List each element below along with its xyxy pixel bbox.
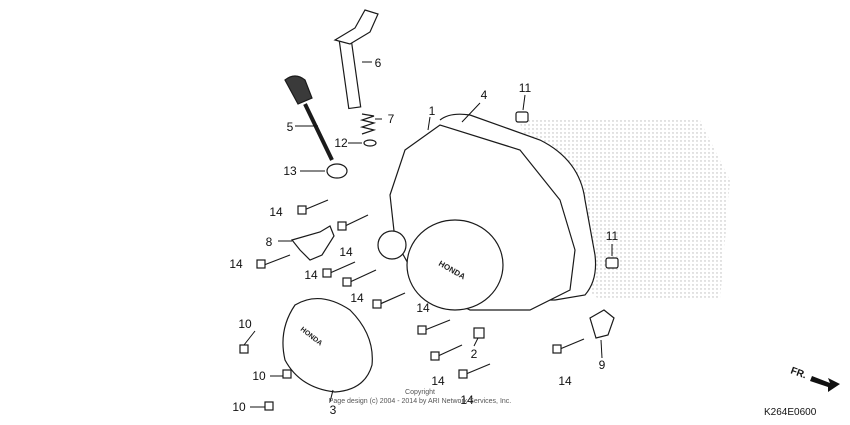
callout-10-bottom: 10 [232, 400, 246, 414]
clutch-cover [282, 298, 373, 393]
bracket [290, 225, 335, 261]
cover-bolt-boss [377, 230, 407, 260]
callout-6: 6 [375, 56, 382, 70]
callout-13: 13 [283, 164, 297, 178]
callout-5: 5 [287, 120, 294, 134]
callout-12: 12 [334, 136, 348, 150]
callout-11-lower: 11 [606, 229, 619, 243]
callout-14-c: 14 [229, 257, 243, 271]
sensor [589, 309, 615, 339]
leader-lines [243, 61, 613, 408]
shift-shaft-arm [333, 9, 379, 45]
arrow-icon [810, 376, 840, 392]
callout-1: 1 [429, 104, 436, 118]
callout-9: 9 [599, 358, 606, 372]
dipstick-rod [303, 103, 334, 161]
copyright-line-1: Copyright [405, 389, 435, 396]
dowel-pin-lower [605, 257, 619, 269]
clutch-cover-dome [406, 219, 504, 311]
callout-4: 4 [481, 88, 488, 102]
callout-3: 3 [330, 403, 337, 417]
callout-14-h: 14 [460, 393, 474, 407]
callout-14-f: 14 [416, 301, 430, 315]
callout-14-e: 14 [350, 291, 364, 305]
o-ring [326, 163, 348, 179]
callout-7: 7 [388, 112, 395, 126]
callout-14-a: 14 [269, 205, 283, 219]
front-direction-arrow: FR. [789, 365, 840, 392]
callout-2: 2 [471, 347, 478, 361]
figure-code: K264E0600 [764, 407, 817, 418]
dowel-pin-upper [515, 111, 529, 123]
spring [359, 113, 377, 135]
callout-14-i: 14 [558, 374, 572, 388]
callout-10-middle: 10 [252, 369, 266, 383]
bolt-group [239, 199, 585, 411]
callout-14-d: 14 [304, 268, 318, 282]
copyright-line-2: Page design (c) 2004 - 2014 by ARI Netwo… [329, 398, 512, 405]
shift-shaft [338, 38, 362, 110]
callout-8: 8 [266, 235, 273, 249]
callout-10-top: 10 [238, 317, 252, 331]
callout-14-b: 14 [339, 245, 353, 259]
callout-11-upper: 11 [519, 81, 532, 95]
callout-14-g: 14 [431, 374, 445, 388]
washer [363, 139, 377, 147]
direction-label: FR. [789, 365, 808, 381]
dipstick-cap [284, 75, 313, 105]
